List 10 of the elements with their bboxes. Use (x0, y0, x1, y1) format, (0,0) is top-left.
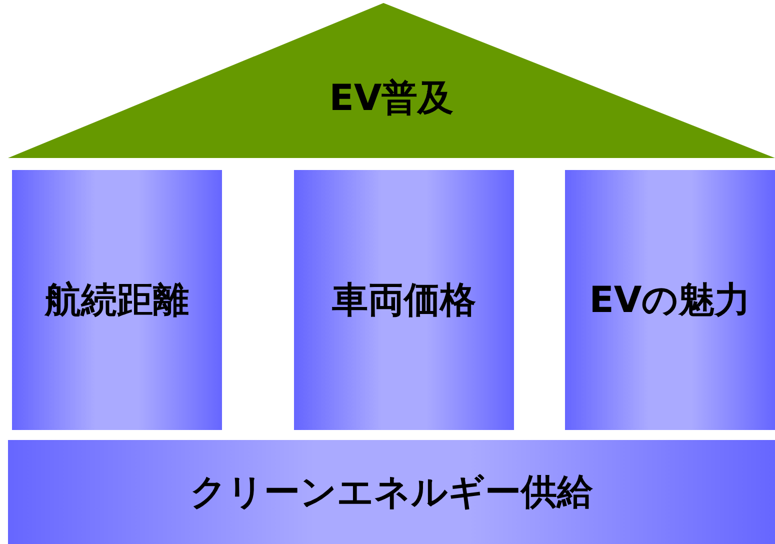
pillar-label: 車両価格 (332, 278, 476, 322)
roof-triangle (8, 3, 775, 158)
roof-title: EV普及 (329, 77, 454, 121)
pillar-label: 航続距離 (45, 278, 189, 322)
base-band (8, 440, 775, 544)
pillar (12, 170, 222, 430)
pillar-label: EVの魅力 (589, 278, 751, 322)
pillar (294, 170, 514, 430)
pillar (565, 170, 775, 430)
foundation-label: クリーンエネルギー供給 (190, 470, 593, 514)
